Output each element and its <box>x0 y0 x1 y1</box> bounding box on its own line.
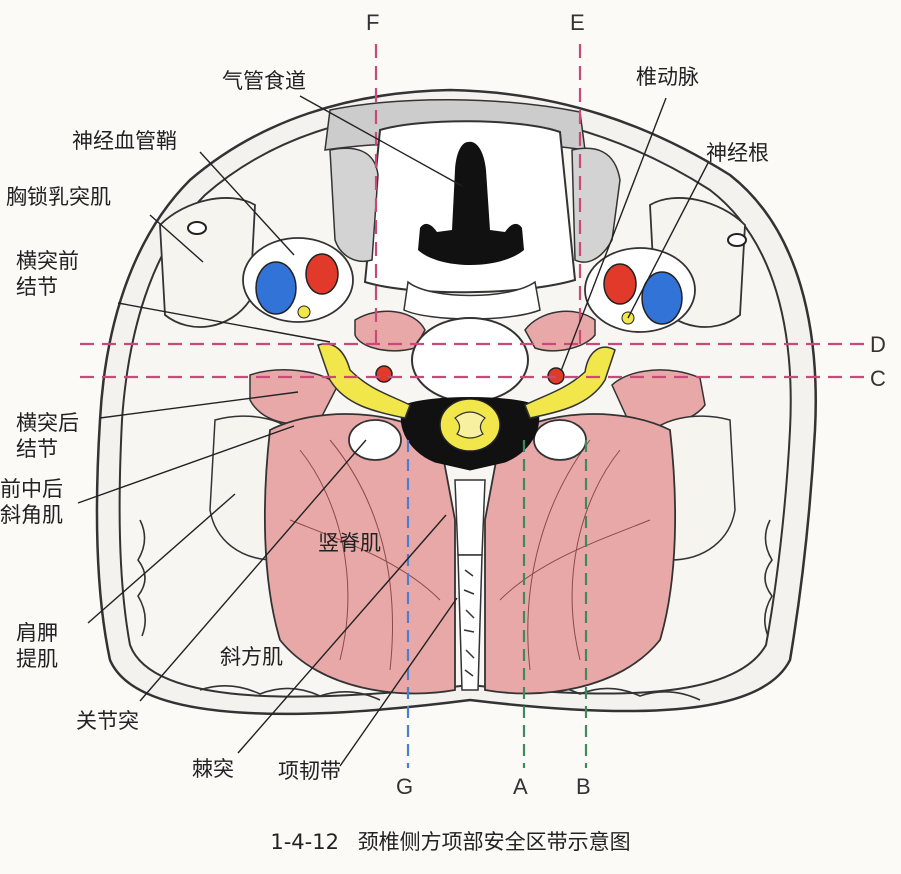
vertebral-artery-left <box>375 365 393 383</box>
figure-caption: 1-4-12 颈椎侧方项部安全区带示意图 <box>0 826 901 856</box>
label-facet: 关节突 <box>76 709 139 733</box>
erector-spinae-right <box>484 413 677 695</box>
carotid-artery-left <box>305 253 339 295</box>
nerve-root-left <box>317 343 411 419</box>
nuchal-texture <box>463 569 475 677</box>
thyroid-right <box>571 147 621 263</box>
label-trachea-esophagus: 气管食道 <box>222 69 306 93</box>
facet-right <box>533 419 587 461</box>
label-spinous-process: 棘突 <box>192 757 234 781</box>
scm-left <box>159 197 256 328</box>
jugular-vein-right <box>641 271 683 325</box>
label-scm: 胸锁乳突肌 <box>6 185 111 209</box>
line-label-f: F <box>366 10 380 35</box>
label-vertebral-artery: 椎动脉 <box>636 65 699 89</box>
label-scalene: 前中后 斜角肌 <box>0 477 63 527</box>
line-label-g: G <box>396 774 414 799</box>
esophagus <box>403 280 541 320</box>
label-erector-spinae: 竖脊肌 <box>318 531 381 555</box>
ext-jugular-left <box>187 221 207 235</box>
longus-colli-right <box>524 310 596 352</box>
label-anterior-tubercle: 横突前 结节 <box>16 249 79 299</box>
line-label-e: E <box>570 10 585 35</box>
spinal-cord-grey-matter <box>454 411 486 439</box>
nuchal-ligament <box>457 554 483 691</box>
carotid-artery-right <box>603 263 637 305</box>
facet-left <box>348 419 402 461</box>
leader-lines <box>77 95 709 767</box>
line-label-c: C <box>870 366 886 391</box>
nerve-root-right <box>524 346 616 419</box>
label-nuchal-ligament: 项韧带 <box>278 759 341 783</box>
caption-title: 颈椎侧方项部安全区带示意图 <box>357 830 631 854</box>
label-neurovascular-sheath: 神经血管鞘 <box>72 129 177 153</box>
spinous-process <box>454 479 486 556</box>
posterior-fat-texture <box>137 519 773 701</box>
muscle-fibres <box>289 439 651 671</box>
vertebral-body <box>411 317 529 403</box>
jugular-vein-left <box>255 261 297 315</box>
vagus-left <box>297 305 311 319</box>
label-nerve-root: 神经根 <box>706 141 769 165</box>
label-levator-scapulae: 肩胛 提肌 <box>16 621 58 671</box>
label-posterior-tubercle: 横突后 结节 <box>16 411 79 461</box>
trachea-lumen <box>418 141 524 265</box>
label-trapezius: 斜方肌 <box>220 645 283 669</box>
line-label-b: B <box>576 774 591 799</box>
cervical-cross-section <box>77 44 868 768</box>
caption-number: 1-4-12 <box>270 830 339 854</box>
ext-jugular-right <box>727 233 747 247</box>
line-label-d: D <box>870 332 886 357</box>
line-label-a: A <box>513 774 528 799</box>
thyroid-left <box>329 147 379 262</box>
